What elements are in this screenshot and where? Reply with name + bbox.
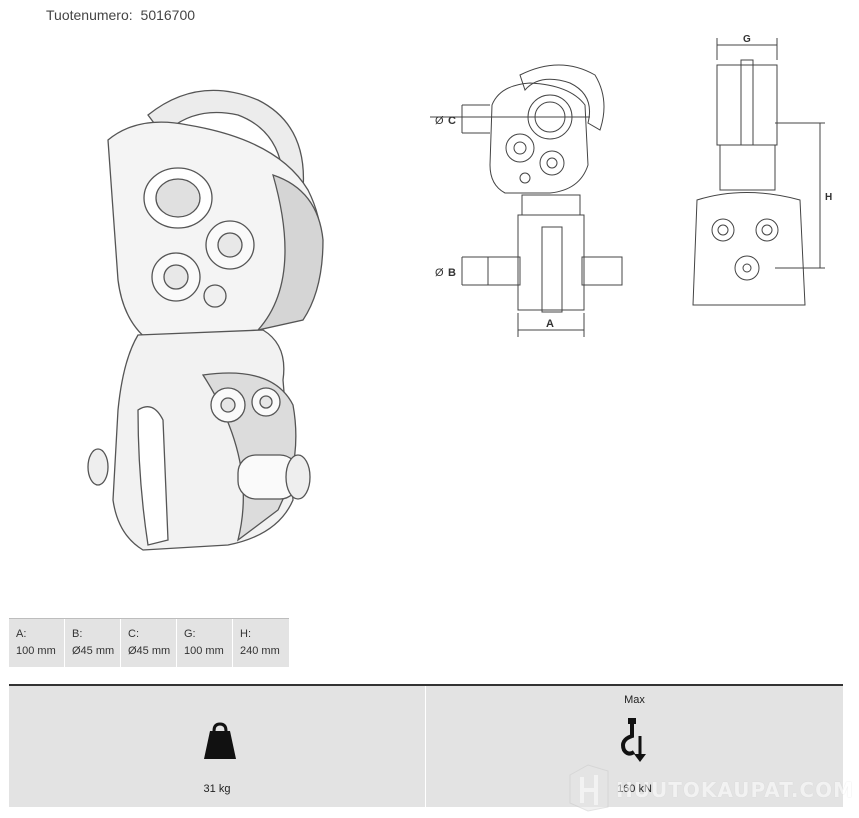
dim-cell-b: B: Ø45 mm bbox=[65, 619, 121, 667]
weight-icon bbox=[204, 722, 236, 759]
dimension-table: A: 100 mm B: Ø45 mm C: Ø45 mm G: 100 mm … bbox=[9, 618, 289, 667]
dim-cell-value: 100 mm bbox=[16, 645, 56, 657]
watermark-text: HUUTOKAUPAT.COM bbox=[616, 778, 854, 802]
dim-g-label: G bbox=[743, 34, 751, 45]
dim-cell-value: Ø45 mm bbox=[128, 645, 171, 657]
max-load-label: Max bbox=[624, 694, 645, 706]
dim-b-diameter: Ø bbox=[435, 267, 444, 279]
side-view-drawing: G H bbox=[692, 34, 832, 306]
dim-cell-label: B: bbox=[72, 628, 83, 640]
watermark: HUUTOKAUPAT.COM bbox=[566, 761, 853, 813]
dim-cell-value: Ø45 mm bbox=[72, 645, 115, 657]
crane-hook-icon bbox=[621, 718, 646, 762]
front-view-drawing: Ø C Ø B A bbox=[430, 64, 623, 337]
max-load-value: 160 kN bbox=[617, 783, 652, 795]
spec-divider bbox=[425, 686, 426, 807]
dim-c-diameter: Ø bbox=[435, 115, 444, 127]
dim-cell-a: A: 100 mm bbox=[9, 619, 65, 667]
dim-cell-label: H: bbox=[240, 628, 251, 640]
dim-h-label: H bbox=[825, 192, 832, 203]
dim-a-label: A bbox=[546, 318, 554, 330]
weight-value: 31 kg bbox=[203, 783, 231, 795]
spec-panel: 31 kg Max 160 kN bbox=[9, 684, 843, 807]
dim-c-label: C bbox=[448, 115, 456, 127]
dim-cell-h: H: 240 mm bbox=[233, 619, 289, 667]
product-number: Tuotenumero: 5016700 bbox=[46, 7, 195, 23]
dim-b-label: B bbox=[448, 267, 456, 279]
product-illustration bbox=[87, 89, 324, 551]
dim-cell-label: A: bbox=[16, 628, 27, 640]
dim-cell-g: G: 100 mm bbox=[177, 619, 233, 667]
dim-cell-c: C: Ø45 mm bbox=[121, 619, 177, 667]
dim-cell-label: G: bbox=[184, 628, 196, 640]
watermark-logo-icon bbox=[569, 764, 609, 812]
product-number-value: 5016700 bbox=[140, 7, 196, 23]
dim-cell-value: 100 mm bbox=[184, 645, 224, 657]
dim-cell-label: C: bbox=[128, 628, 139, 640]
dim-cell-value: 240 mm bbox=[240, 645, 280, 657]
product-number-label: Tuotenumero: bbox=[46, 7, 133, 23]
